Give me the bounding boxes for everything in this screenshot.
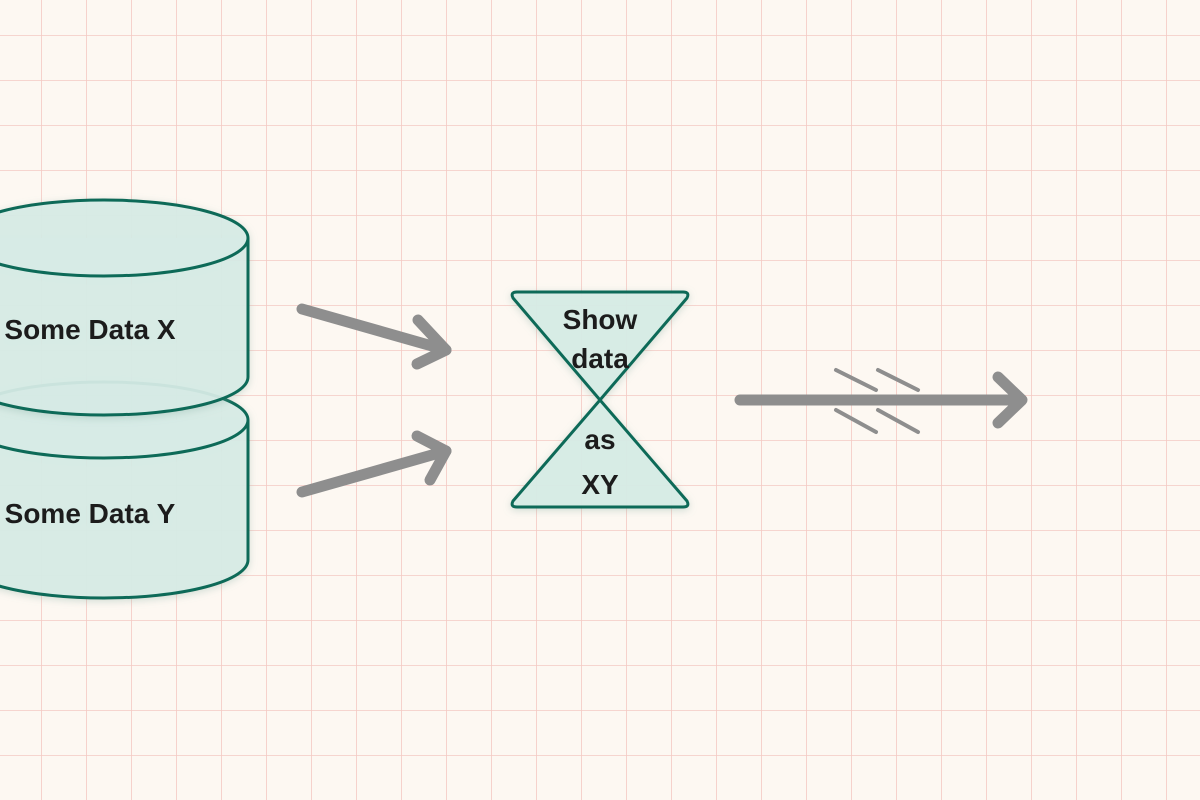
collate-bottom-triangle bbox=[510, 398, 690, 509]
cylinder-data-y-body bbox=[0, 420, 250, 600]
arrow-data-y-to-collate bbox=[296, 430, 452, 498]
arrow-data-x-to-collate bbox=[296, 303, 452, 370]
collate-label-line-4: XY bbox=[581, 469, 619, 500]
collate-label-line-2: data bbox=[571, 343, 629, 374]
arrow-collate-to-output bbox=[734, 368, 1028, 434]
collate-top-triangle bbox=[510, 290, 690, 402]
collate-label-line-3: as bbox=[584, 424, 615, 455]
break-marks bbox=[834, 368, 920, 434]
collate-node[interactable]: Show data as XY bbox=[510, 290, 690, 509]
data-y-label: Some Data Y bbox=[5, 498, 176, 529]
data-x-label: Some Data X bbox=[4, 314, 175, 345]
cylinder-data-x-body bbox=[0, 238, 250, 417]
cylinder-data-x-top bbox=[0, 198, 250, 278]
cylinder-data-x[interactable]: Some Data X bbox=[0, 198, 250, 417]
collate-label-line-1: Show bbox=[563, 304, 638, 335]
